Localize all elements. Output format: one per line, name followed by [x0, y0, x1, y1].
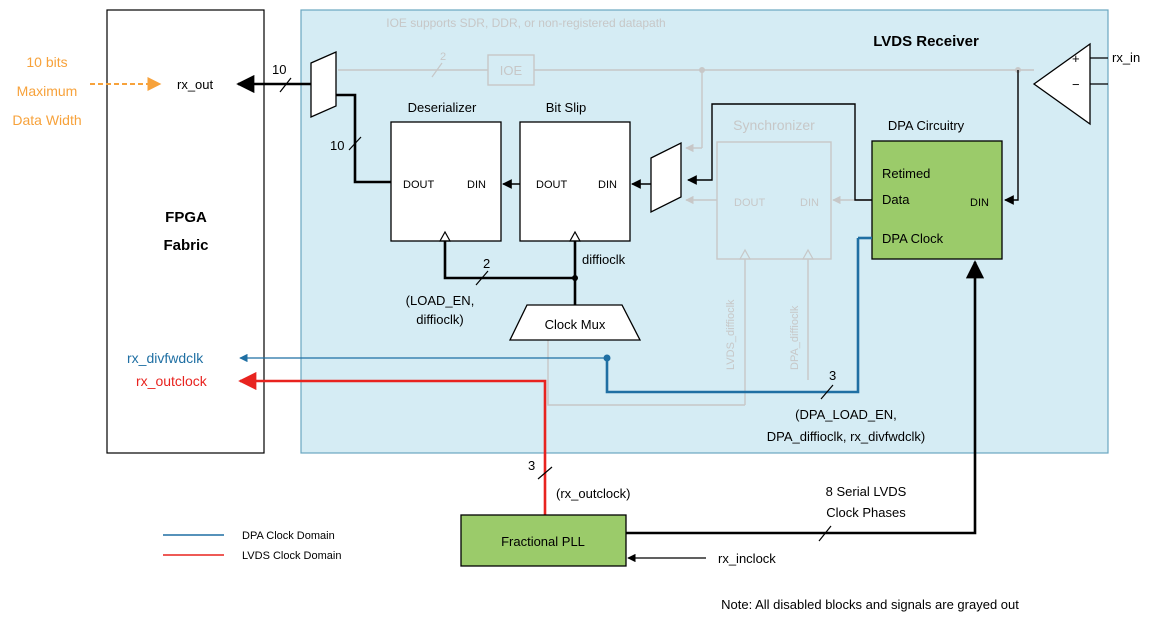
rx-out-label: rx_out — [177, 77, 214, 92]
ioe-block — [487, 54, 535, 86]
pll-bus-slash — [537, 466, 553, 480]
ioe-bus-width: 2 — [440, 51, 446, 63]
legend-dpa-label: DPA Clock Domain — [242, 530, 335, 542]
annotation-line2: Maximum — [17, 83, 78, 99]
output-mux — [310, 51, 337, 118]
rx-divfwdclk-label: rx_divfwdclk — [127, 350, 204, 366]
dpa-retimed-line2: Data — [882, 192, 910, 207]
dpa-circuitry-block — [871, 140, 1003, 260]
clock-mux-label: Clock Mux — [545, 317, 606, 332]
grayed-out-note: Note: All disabled blocks and signals ar… — [721, 597, 1019, 612]
bitslip-title: Bit Slip — [546, 100, 586, 115]
buffer-minus: − — [1072, 77, 1080, 92]
bitslip-dout: DOUT — [536, 179, 567, 191]
deser-out-bus — [336, 93, 391, 184]
serial-label-line2: Clock Phases — [826, 505, 906, 520]
diffioclk-label: diffioclk — [582, 252, 626, 267]
pll-bus-width: 3 — [528, 458, 535, 473]
annotation-line1: 10 bits — [26, 54, 67, 70]
deser-bus-slash — [348, 136, 362, 151]
dpa-diffioclk-label: DPA_diffioclk — [789, 305, 801, 370]
dpa-bus-width: 3 — [829, 368, 836, 383]
serial-bus-slash — [818, 525, 832, 542]
dpa-clock-bus — [605, 238, 860, 394]
synchronizer-dout: DOUT — [734, 197, 765, 209]
loaden-bus-slash — [475, 270, 489, 286]
dpa-din: DIN — [970, 197, 989, 209]
fabric-title-line2: Fabric — [163, 237, 208, 254]
diffioclk-junction — [572, 275, 578, 281]
bitslip-mux — [650, 141, 682, 214]
loaden-label-line1: (LOAD_EN, — [406, 293, 475, 308]
buffer-to-dpa — [1004, 70, 1019, 205]
rx-outclock-label: rx_outclock — [136, 373, 208, 389]
lvds-diffioclk-label: LVDS_diffioclk — [725, 299, 737, 370]
rx-inclock-label: rx_inclock — [718, 551, 776, 566]
dpa-to-mux — [687, 103, 872, 201]
dpa-bus-label-line1: (DPA_LOAD_EN, — [795, 407, 897, 422]
dpa-bus-slash — [820, 384, 834, 400]
rx-in-label: rx_in — [1112, 50, 1140, 65]
bitslip-din: DIN — [598, 179, 617, 191]
deserializer-din: DIN — [467, 179, 486, 191]
dpa-title: DPA Circuitry — [888, 118, 965, 133]
deserializer-block — [390, 121, 502, 242]
rx-out-bus-width: 10 — [272, 62, 286, 77]
clock-mux — [508, 304, 642, 341]
buffer-plus: + — [1072, 51, 1080, 66]
fabric-title-line1: FPGA — [165, 209, 207, 226]
synchronizer-din: DIN — [800, 197, 819, 209]
receiver-title: LVDS Receiver — [873, 33, 979, 50]
ioe-label: IOE — [500, 63, 523, 78]
fractional-pll-block — [460, 514, 627, 567]
bitslip-block — [519, 121, 631, 242]
ioe-bus-slash — [431, 62, 443, 78]
loaden-bus-width: 2 — [483, 256, 490, 271]
dpa-clock: DPA Clock — [882, 231, 944, 246]
loaden-bus — [443, 241, 575, 280]
rx-outclock-line — [238, 371, 547, 515]
dpa-retimed-line1: Retimed — [882, 166, 930, 181]
deserializer-title: Deserializer — [408, 100, 477, 115]
deserializer-dout: DOUT — [403, 179, 434, 191]
loaden-label-line2: diffioclk) — [416, 312, 463, 327]
legend-lvds-label: LVDS Clock Domain — [242, 550, 341, 562]
ioe-note: IOE supports SDR, DDR, or non-registered… — [386, 16, 665, 30]
fractional-pll-label: Fractional PLL — [501, 534, 585, 549]
synchronizer-title: Synchronizer — [733, 117, 815, 133]
dpa-bus-label-line2: DPA_diffioclk, rx_divfwdclk) — [767, 429, 925, 444]
pll-bus-label: (rx_outclock) — [556, 486, 630, 501]
deser-bus-width: 10 — [330, 138, 344, 153]
rx-out-bus-slash — [279, 77, 292, 93]
annotation-line3: Data Width — [12, 112, 81, 128]
serial-label-line1: 8 Serial LVDS — [826, 484, 907, 499]
serial-clock-bus — [626, 260, 985, 535]
